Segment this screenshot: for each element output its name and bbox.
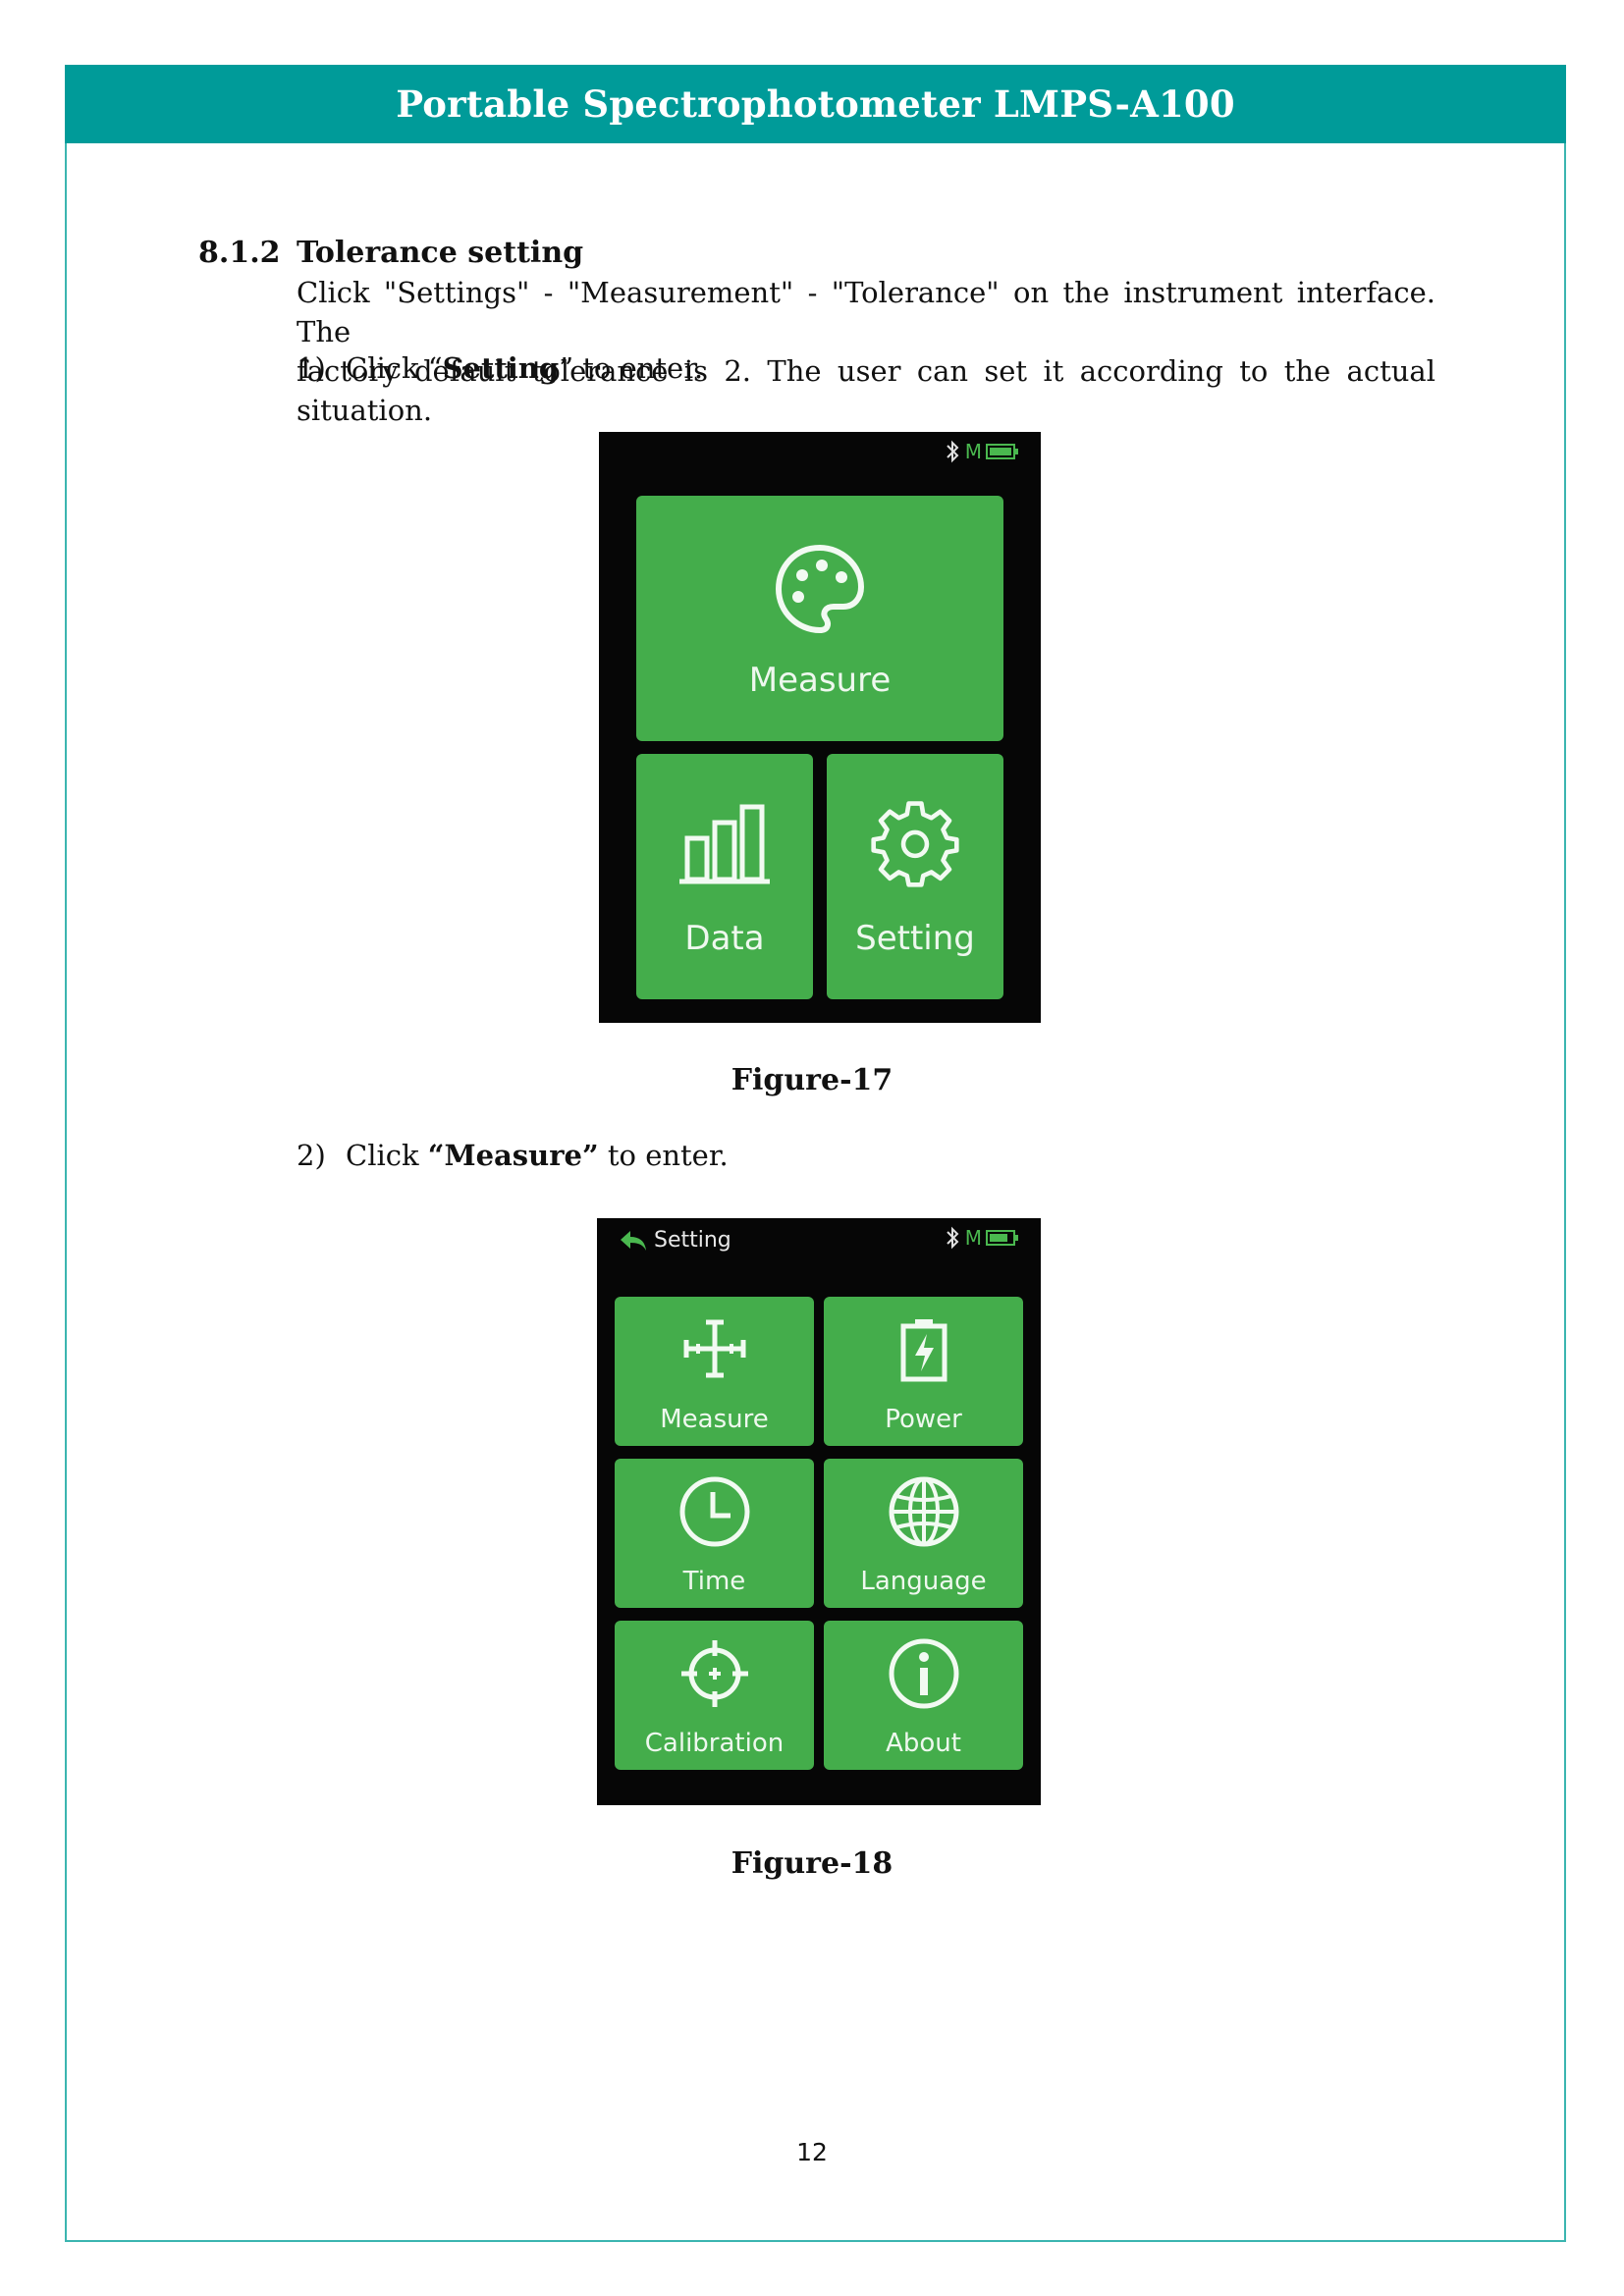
step-text: Click [346, 1139, 428, 1172]
about-tile[interactable]: About [824, 1621, 1023, 1770]
bluetooth-icon [947, 1226, 959, 1250]
step-1: 1) Click “Setting” to enter. [297, 351, 703, 385]
data-tile[interactable]: Data [636, 754, 813, 999]
measure-setting-tile[interactable]: Measure [615, 1297, 814, 1446]
step-emphasis: Setting [442, 351, 560, 385]
mode-indicator: M [964, 440, 982, 463]
tile-label: Setting [855, 919, 975, 958]
measure-cross-icon [683, 1319, 745, 1378]
section-number: 8.1.2 [198, 236, 281, 270]
step-number: 2) [297, 1139, 326, 1172]
page-header: Portable Spectrophotometer LMPS-A100 [65, 65, 1566, 143]
status-bar: M [944, 440, 1019, 463]
figure-18-caption: Figure-18 [731, 1846, 893, 1881]
status-bar: M [944, 1226, 1019, 1250]
tile-label: Power [885, 1405, 962, 1434]
device-home-screen: M Measure Data Setting [599, 432, 1041, 1023]
palette-icon [775, 544, 865, 634]
power-tile[interactable]: Power [824, 1297, 1023, 1446]
time-tile[interactable]: Time [615, 1459, 814, 1608]
tile-label: Time [682, 1567, 746, 1596]
clock-icon [679, 1476, 749, 1547]
back-arrow-icon [621, 1230, 646, 1251]
tile-label: Data [684, 919, 765, 958]
step-text: Click “ [346, 351, 443, 385]
header-title: Portable Spectrophotometer LMPS-A100 [396, 82, 1235, 126]
tile-label: Calibration [644, 1729, 785, 1758]
section-title: Tolerance setting [297, 236, 584, 270]
bar-chart-icon [679, 804, 770, 884]
battery-icon [986, 444, 1018, 459]
page-number: 12 [796, 2138, 828, 2166]
device-setting-screen: Setting M Measure Power [597, 1218, 1041, 1805]
paragraph-line: factory default tolerance is 2. The user… [297, 354, 1435, 427]
info-icon [889, 1638, 958, 1709]
setting-tile[interactable]: Setting [827, 754, 1003, 999]
measure-tile[interactable]: Measure [636, 496, 1003, 741]
step-number: 1) [297, 351, 326, 385]
section-paragraph: Click "Settings" - "Measurement" - "Tole… [297, 273, 1435, 430]
paragraph-line: Click "Settings" - "Measurement" - "Tole… [297, 276, 1435, 348]
crosshair-icon [680, 1640, 748, 1707]
battery-bolt-icon [900, 1319, 947, 1382]
step-emphasis: “Measure” [427, 1139, 599, 1172]
step-2: 2) Click “Measure” to enter. [297, 1139, 729, 1172]
tile-label: Measure [660, 1405, 769, 1434]
gear-icon [871, 801, 959, 887]
calibration-tile[interactable]: Calibration [615, 1621, 814, 1770]
step-text: to enter. [598, 1139, 729, 1172]
screen-title: Setting [654, 1228, 731, 1253]
bluetooth-icon [947, 440, 959, 463]
tile-label: About [886, 1729, 961, 1758]
figure-17-caption: Figure-17 [731, 1063, 893, 1097]
tile-label: Measure [748, 661, 892, 700]
back-button[interactable]: Setting [619, 1228, 731, 1253]
battery-icon [986, 1230, 1018, 1246]
globe-icon [889, 1476, 958, 1547]
mode-indicator: M [964, 1226, 982, 1250]
language-tile[interactable]: Language [824, 1459, 1023, 1608]
tile-label: Language [860, 1567, 987, 1596]
step-text: ” to enter. [559, 351, 704, 385]
